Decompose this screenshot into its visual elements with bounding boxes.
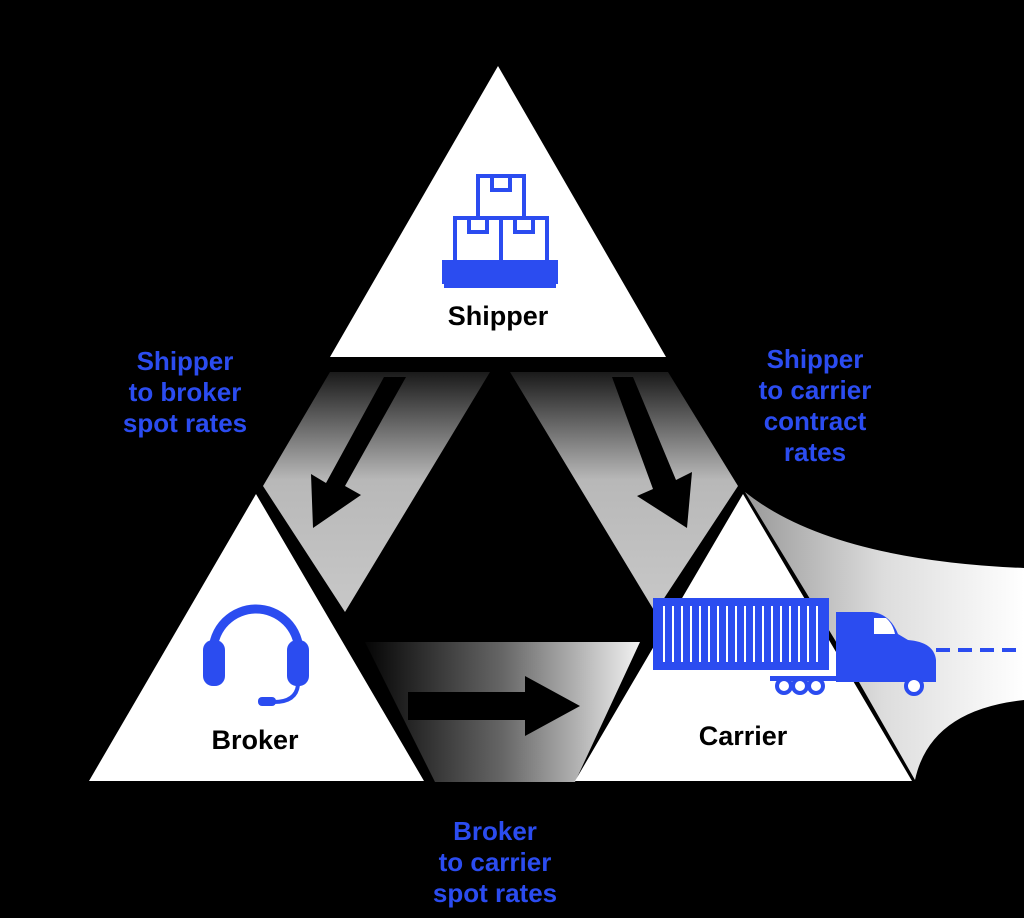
arrow-shipper-to-carrier bbox=[612, 377, 692, 528]
edge-label-line: to carrier bbox=[758, 375, 872, 405]
broker-node-label: Broker bbox=[211, 725, 299, 755]
edge-label-line: Shipper bbox=[136, 346, 234, 376]
edge-label-line: Broker bbox=[453, 816, 537, 846]
broker-node bbox=[89, 494, 424, 781]
edge-label-line: to carrier bbox=[438, 847, 552, 877]
shipper-node bbox=[330, 66, 666, 357]
edge-label-broker-to-carrier: Broker to carrier spot rates bbox=[410, 816, 580, 909]
edge-label-line: to broker bbox=[128, 377, 242, 407]
semi-truck-icon bbox=[653, 598, 1024, 696]
arrow-shipper-to-broker bbox=[311, 377, 406, 528]
edge-label-shipper-to-carrier: Shipper to carrier contract rates bbox=[730, 344, 900, 468]
edge-label-line: spot rates bbox=[432, 878, 558, 908]
band-shipper-broker bbox=[263, 372, 490, 612]
arrow-broker-to-carrier bbox=[408, 676, 580, 736]
pallet-boxes-icon bbox=[442, 174, 558, 288]
band-shipper-carrier bbox=[510, 372, 738, 612]
shipper-node-label: Shipper bbox=[448, 301, 549, 331]
edge-label-line: rates bbox=[783, 437, 847, 467]
edge-label-line: spot rates bbox=[122, 408, 248, 438]
headset-icon bbox=[203, 604, 309, 706]
edge-label-line: Shipper bbox=[766, 344, 864, 374]
carrier-node-label: Carrier bbox=[699, 721, 788, 751]
edge-label-shipper-to-broker: Shipper to broker spot rates bbox=[100, 346, 270, 439]
edge-label-line: contract bbox=[763, 406, 867, 436]
